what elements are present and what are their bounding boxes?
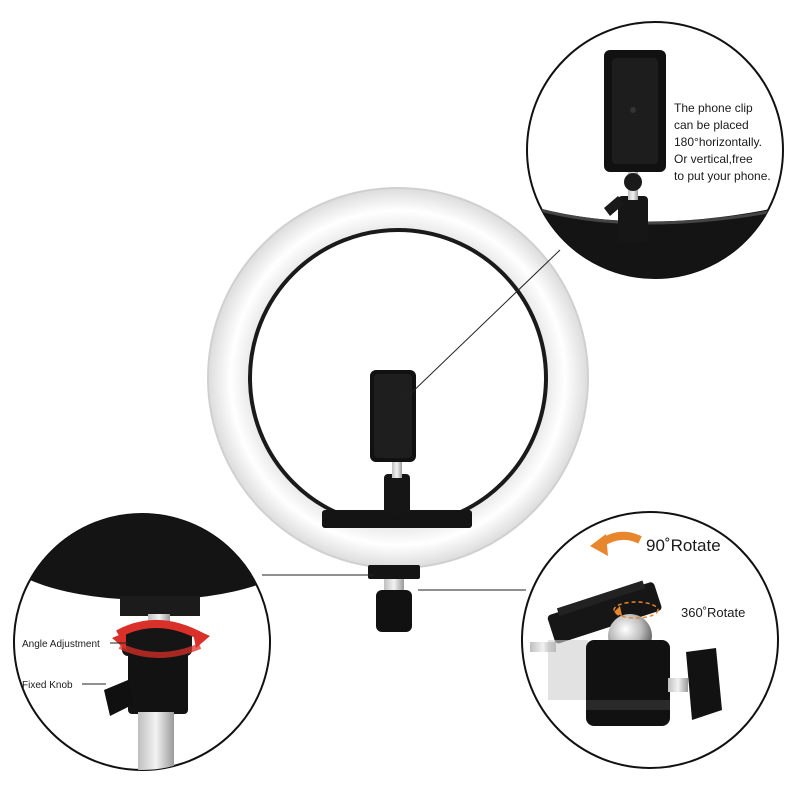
bottom-ball-head	[376, 590, 412, 632]
phone-clip-caption-line-2: can be placed	[674, 118, 749, 132]
ring-base-plate	[322, 510, 472, 528]
fixed-knob-icon	[104, 680, 134, 716]
callout-phone-clip: The phone clip can be placed 180°horizon…	[526, 21, 784, 279]
phone-holder-stem	[384, 474, 410, 514]
fixed-knob-label: Fixed Knob	[22, 680, 73, 691]
connector-lines	[262, 249, 561, 591]
phone-clip-caption-line-3: 180°horizontally.	[674, 135, 762, 149]
phone-holder-screw	[392, 456, 402, 478]
phone-clip-caption: The phone clip can be placed 180°horizon…	[674, 101, 771, 183]
phone-clip-caption-line-1: The phone clip	[674, 101, 753, 115]
callout-base: Angle Adjustment Fixed Knob	[13, 513, 271, 771]
ring-light	[207, 187, 589, 632]
rotate-90-label: 90˚Rotate	[646, 536, 721, 555]
callout-ball-head: 90˚Rotate 360˚Rotate	[521, 511, 779, 769]
phone-clip-caption-line-4: Or vertical,free	[674, 152, 753, 166]
rotate-360-arrow-icon	[613, 601, 659, 619]
angle-adjustment-label: Angle Adjustment	[22, 639, 100, 650]
connector-line-phone-clip	[403, 249, 561, 401]
phone-clip-caption-line-5: to put your phone.	[674, 169, 771, 183]
ball-head-knob-icon	[686, 648, 722, 720]
bottom-mount-plate	[368, 565, 420, 579]
rotate-360-label: 360˚Rotate	[681, 605, 745, 620]
